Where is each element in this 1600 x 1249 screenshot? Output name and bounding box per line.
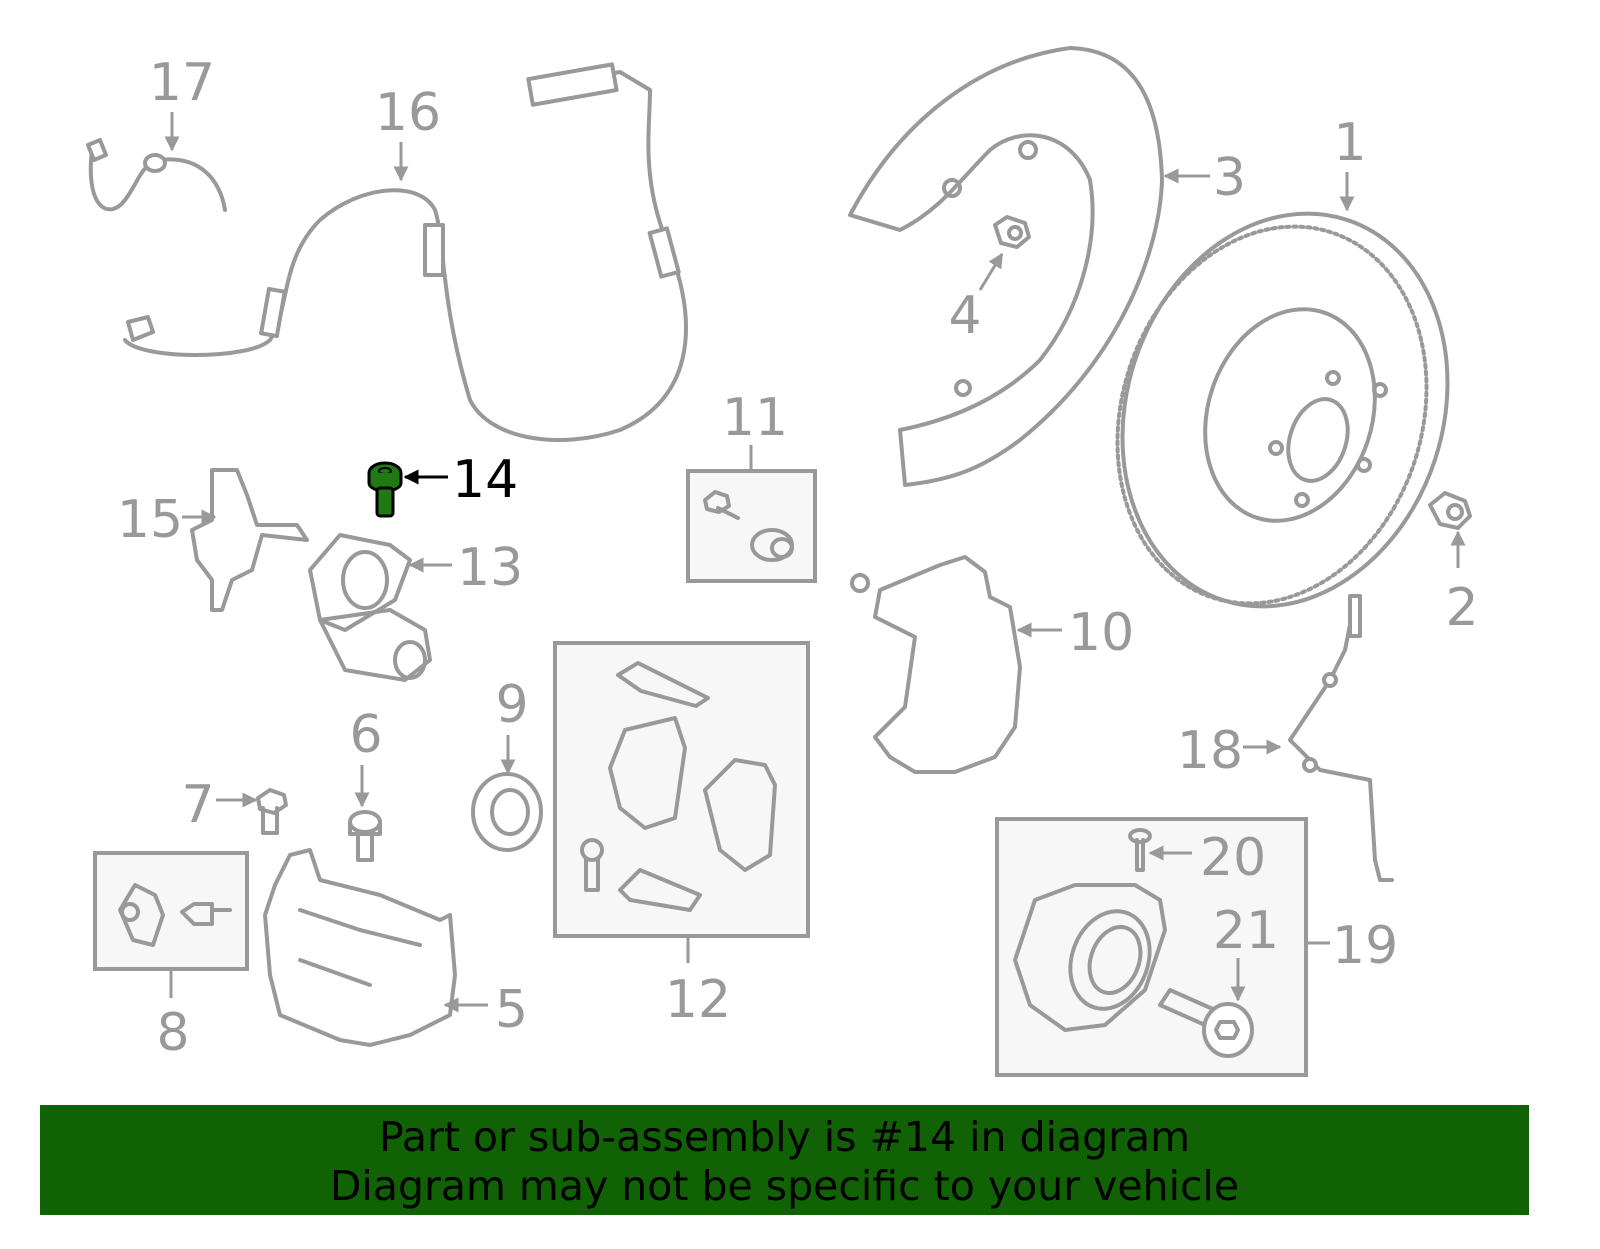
part-5-caliper[interactable] [263,848,457,1047]
label-part-9[interactable]: 9 [495,675,528,735]
label-part-10[interactable]: 10 [1068,603,1134,663]
label-part-2[interactable]: 2 [1445,578,1478,638]
part-11-kit[interactable] [703,490,794,562]
part-19-wheel-hub[interactable] [1013,883,1167,1032]
part-1-brake-rotor[interactable] [1070,171,1497,649]
part-9-seal[interactable] [471,772,543,852]
banner-line-disclaimer: Diagram may not be specific to your vehi… [329,1162,1240,1210]
leader-lines [164,112,1466,1013]
info-banner: Part or sub-assembly is #14 in diagram D… [40,1105,1529,1215]
label-part-1[interactable]: 1 [1333,113,1366,173]
label-part-18[interactable]: 18 [1177,721,1243,781]
label-part-20[interactable]: 20 [1200,828,1266,888]
label-part-17[interactable]: 17 [149,53,215,113]
label-part-7[interactable]: 7 [181,775,214,835]
part-18-abs-sensor[interactable] [1288,594,1394,882]
part-14-bolt-highlighted[interactable] [367,461,403,518]
parts-diagram: 17 16 1 3 4 11 14 15 13 2 10 9 6 18 7 20… [86,46,1497,1077]
label-part-15[interactable]: 15 [117,490,183,550]
label-part-13[interactable]: 13 [457,538,523,598]
part-16-wear-sensor[interactable] [123,62,688,442]
box-part-11 [686,469,817,583]
label-part-3[interactable]: 3 [1213,148,1246,208]
label-part-11[interactable]: 11 [722,388,788,448]
label-part-12[interactable]: 12 [665,970,731,1030]
label-part-8[interactable]: 8 [156,1003,189,1063]
banner-line-part-number: Part or sub-assembly is #14 in diagram [378,1113,1191,1161]
label-part-19[interactable]: 19 [1332,916,1398,976]
label-part-14[interactable]: 14 [452,450,518,510]
label-part-16[interactable]: 16 [375,83,441,143]
part-3-dust-shield[interactable] [848,46,1164,487]
label-part-4[interactable]: 4 [948,286,981,346]
label-part-21[interactable]: 21 [1213,901,1279,961]
label-part-5[interactable]: 5 [495,980,528,1040]
part-8-guide-kit[interactable] [118,883,232,947]
part-12-brake-pads[interactable] [580,661,777,912]
part-10-caliper-bracket[interactable] [850,555,1022,774]
part-15-bracket[interactable] [190,468,309,612]
part-17-wire[interactable] [86,138,227,212]
part-2-screw[interactable] [1428,491,1472,530]
label-part-6[interactable]: 6 [349,705,382,765]
part-7-bolt[interactable] [256,788,288,835]
part-6-bolt[interactable] [348,810,382,862]
part-20-screw[interactable] [1128,828,1152,872]
part-13-parking-brake-motor[interactable] [308,533,432,682]
part-21-axle-bolt[interactable] [1158,988,1254,1058]
part-4-bolt[interactable] [993,215,1031,249]
